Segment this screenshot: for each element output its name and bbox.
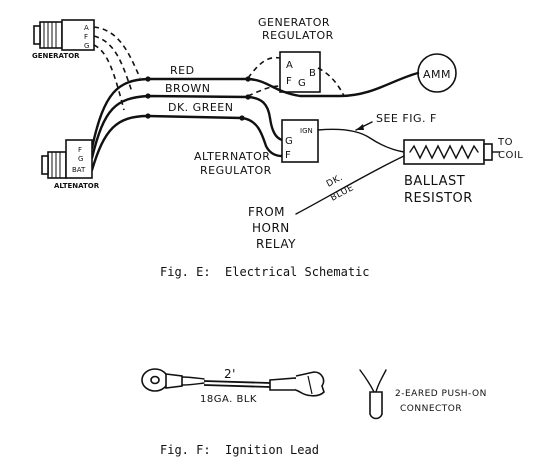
- alternator-terminal-bat: BAT: [72, 166, 86, 174]
- gen-reg-terminal-b: B: [309, 68, 316, 79]
- alternator-regulator-box: IGN G F: [281, 119, 319, 163]
- gen-reg-terminal-a: A: [286, 60, 293, 71]
- wire-label-red: RED: [170, 64, 195, 77]
- generator-regulator-label-line2: REGULATOR: [262, 29, 334, 42]
- from-horn-relay-line1: FROM: [248, 205, 285, 219]
- from-horn-relay-line3: RELAY: [256, 237, 296, 251]
- alternator-terminal-f: F: [78, 146, 82, 154]
- generator-terminal-g: G: [84, 42, 89, 50]
- lead-gauge-label: 18GA. BLK: [200, 394, 257, 405]
- generator-dashed-wires: [93, 26, 141, 111]
- ignition-lead: [141, 368, 325, 397]
- wire-label-brown: BROWN: [165, 82, 210, 95]
- lead-length-label: 2': [224, 367, 236, 381]
- ballast-resistor-label-line1: BALLAST: [404, 174, 465, 189]
- alt-reg-terminal-f: F: [285, 150, 291, 161]
- generator-terminal-f: F: [84, 33, 88, 41]
- wire-label-dk-green: DK. GREEN: [168, 101, 233, 114]
- alternator-regulator-label-line1: ALTERNATOR: [194, 150, 270, 163]
- alternator-component: F G BAT ALTENATOR: [41, 139, 100, 190]
- alt-reg-terminal-ign: IGN: [300, 127, 313, 135]
- alternator-regulator-label-line2: REGULATOR: [200, 164, 272, 177]
- generator-component: A F G GENERATOR: [32, 19, 95, 60]
- ballast-resistor-label-line2: RESISTOR: [404, 191, 473, 206]
- generator-regulator-box: A F G B: [279, 51, 321, 93]
- splice-dots: [145, 76, 251, 121]
- gen-reg-terminal-g: G: [298, 78, 306, 89]
- fig-f-caption: Fig. F: Ignition Lead: [160, 443, 319, 457]
- harness-wires: [90, 71, 420, 172]
- alternator-terminal-g: G: [78, 155, 83, 163]
- generator-terminal-a: A: [84, 24, 89, 32]
- to-coil-label-line1: TO: [497, 137, 513, 148]
- alt-reg-terminal-g: G: [285, 136, 293, 147]
- fig-e-caption: Fig. E: Electrical Schematic: [160, 265, 370, 279]
- to-coil-label-line2: COIL: [498, 150, 523, 161]
- ballast-resistor: [403, 139, 500, 165]
- amm-label: AMM: [423, 68, 451, 81]
- from-horn-relay-line2: HORN: [252, 221, 290, 235]
- generator-label: GENERATOR: [32, 52, 80, 60]
- generator-regulator-label-line1: GENERATOR: [258, 16, 330, 29]
- connector-label-line2: CONNECTOR: [400, 404, 462, 414]
- see-fig-f-note: SEE FIG. F: [376, 112, 437, 125]
- alternator-label: ALTENATOR: [54, 182, 100, 190]
- gen-reg-terminal-f: F: [286, 76, 292, 87]
- connector-label-line1: 2-EARED PUSH-ON: [395, 389, 487, 399]
- ammeter: AMM: [417, 53, 457, 93]
- two-eared-connector: [359, 369, 387, 420]
